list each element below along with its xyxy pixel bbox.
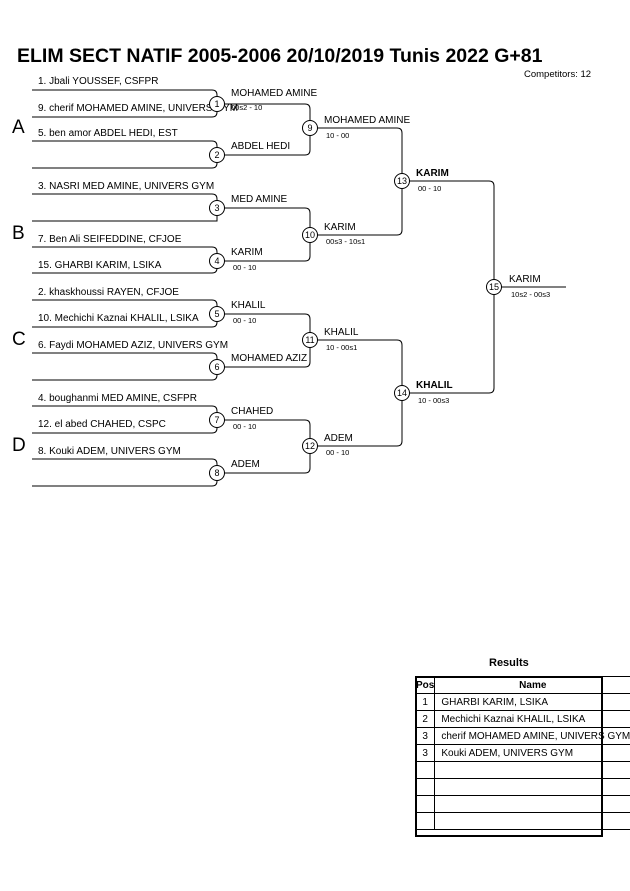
entry-name: 7. Ben Ali SEIFEDDINE, CFJOE [38,234,182,245]
match-score: 00s2 - 10 [231,103,263,112]
match-number: 11 [302,332,318,348]
entry-name: 8. Kouki ADEM, UNIVERS GYM [38,446,181,457]
table-row-empty [414,761,630,779]
table-row-empty [414,795,630,813]
match-number: 15 [486,279,502,295]
match-score: 00s3 - 10s1 [326,237,366,246]
match-score: 10 - 00s1 [326,343,358,352]
entry-name: 9. cherif MOHAMED AMINE, UNIVERS GYM [38,103,239,114]
entry-name: 10. Mechichi Kaznai KHALIL, LSIKA [38,313,199,324]
match-winner: MOHAMED AMINE [324,115,411,126]
match-number: 12 [302,438,318,454]
table-row: 1 GHARBI KARIM, LSIKA [414,693,630,711]
match-number: 3 [209,200,225,216]
match-winner: MOHAMED AZIZ [231,353,308,364]
match-number: 2 [209,147,225,163]
match-score: 10 - 00 [326,131,350,140]
result-name: cherif MOHAMED AMINE, UNIVERS GYM [434,727,630,745]
entry-name: 12. el abed CHAHED, CSPC [38,419,166,430]
final-score: 10s2 - 00s3 [511,290,551,299]
result-pos: 1 [414,693,436,711]
match-winner: ADEM [231,459,260,470]
final-winner: KARIM [509,274,541,285]
entry-name: 1. Jbali YOUSSEF, CSFPR [38,76,159,87]
entry-name: 5. ben amor ABDEL HEDI, EST [38,128,178,139]
match-score: 00 - 10 [233,316,257,325]
match-number: 10 [302,227,318,243]
results-col-pos: Pos [414,676,436,694]
match-winner: MED AMINE [231,194,288,205]
result-name: GHARBI KARIM, LSIKA [434,693,630,711]
match-score: 00 - 10 [326,448,350,457]
results-table: Pos Name 1 GHARBI KARIM, LSIKA 2 Mechich… [414,676,630,830]
match-number: 5 [209,306,225,322]
match-number: 9 [302,120,318,136]
match-winner: KARIM [324,222,356,233]
table-row: 3 cherif MOHAMED AMINE, UNIVERS GYM [414,727,630,745]
match-winner: ADEM [324,433,353,444]
match-winner: KHALIL [231,300,266,311]
match-number: 7 [209,412,225,428]
entry-name: 3. NASRI MED AMINE, UNIVERS GYM [38,181,215,192]
match-number: 6 [209,359,225,375]
match-number: 8 [209,465,225,481]
match-number: 13 [394,173,410,189]
entry-name: 6. Faydi MOHAMED AZIZ, UNIVERS GYM [38,340,229,351]
table-row: 3 Kouki ADEM, UNIVERS GYM [414,744,630,762]
table-row-empty [414,778,630,796]
match-winner: KARIM [231,247,263,258]
results-col-name: Name [434,676,630,694]
match-winner: KARIM [416,168,449,179]
result-pos: 3 [414,727,436,745]
pool-label-b: B [12,223,25,244]
pool-label-d: D [12,435,26,456]
entry-name: 15. GHARBI KARIM, LSIKA [38,260,162,271]
result-name: Mechichi Kaznai KHALIL, LSIKA [434,710,630,728]
pool-label-a: A [12,117,25,138]
match-score: 00 - 10 [233,422,257,431]
result-pos: 2 [414,710,436,728]
match-score: 00 - 10 [233,263,257,272]
match-number: 4 [209,253,225,269]
results-title: Results [489,657,529,669]
match-score: 00 - 10 [418,184,442,193]
match-winner: MOHAMED AMINE [231,88,318,99]
table-row: 2 Mechichi Kaznai KHALIL, LSIKA [414,710,630,728]
result-pos: 3 [414,744,436,762]
match-number: 1 [209,96,225,112]
competitors-count: Competitors: 12 [524,69,592,80]
match-winner: CHAHED [231,406,274,417]
table-row-empty [414,812,630,830]
entry-name: 4. boughanmi MED AMINE, CSFPR [38,393,197,404]
result-name: Kouki ADEM, UNIVERS GYM [434,744,630,762]
page-title: ELIM SECT NATIF 2005-2006 20/10/2019 Tun… [17,45,543,67]
entry-name: 2. khaskhoussi RAYEN, CFJOE [38,287,179,298]
match-winner: KHALIL [324,327,359,338]
match-winner: KHALIL [416,380,453,391]
match-number: 14 [394,385,410,401]
match-winner: ABDEL HEDI [231,141,291,152]
match-score: 10 - 00s3 [418,396,450,405]
pool-label-c: C [12,329,26,350]
results-header-row: Pos Name [414,676,630,694]
